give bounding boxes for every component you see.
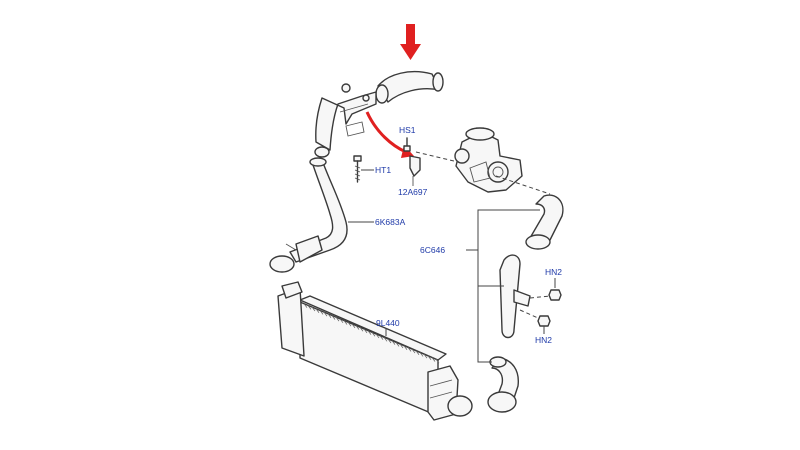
intercooler-fin — [331, 315, 336, 320]
label-6k683a: 6K683A — [375, 217, 406, 227]
intercooler-fin — [339, 318, 344, 324]
intercooler-fin — [307, 305, 312, 310]
hose-6c646-lower[interactable] — [487, 356, 519, 413]
intercooler-fin — [391, 340, 396, 345]
intercooler-fin — [327, 313, 332, 319]
label-6c646: 6C646 — [420, 245, 445, 255]
intercooler-fin — [375, 333, 380, 339]
intercooler-fin — [423, 353, 428, 359]
hose-6c646-middle[interactable] — [499, 254, 531, 339]
upper-pipe-assembly[interactable] — [314, 83, 377, 158]
intercooler-fin — [383, 337, 388, 342]
intercooler-fin — [323, 311, 328, 317]
intercooler-fin — [407, 347, 412, 352]
intercooler-fin — [415, 350, 420, 355]
intercooler-fin — [355, 325, 360, 330]
intercooler-fin — [431, 357, 436, 362]
label-12a697: 12A697 — [398, 187, 428, 197]
intercooler-fin — [395, 342, 400, 347]
intercooler-fin — [335, 316, 340, 322]
intercooler-fin — [311, 306, 316, 312]
throttle-body[interactable] — [454, 127, 523, 193]
intercooler-fin — [315, 308, 320, 313]
label-hn2-bottom: HN2 — [535, 335, 552, 345]
intercooler-9l440[interactable] — [277, 281, 473, 421]
intercooler-outlet-hose-top[interactable] — [375, 70, 444, 104]
charge-air-pipe-6k683a[interactable] — [269, 157, 348, 273]
intercooler-fin — [411, 348, 416, 354]
intercooler-fin — [367, 330, 372, 335]
bolt-hs1[interactable] — [403, 137, 411, 152]
intercooler-fin — [351, 323, 356, 329]
hose-6c646-upper[interactable] — [525, 194, 564, 250]
label-hn2-top: HN2 — [545, 267, 562, 277]
intercooler-fin — [399, 343, 404, 349]
intercooler-fin — [435, 358, 440, 364]
label-ht1: HT1 — [375, 165, 391, 175]
nut-hn2-bottom[interactable] — [537, 315, 551, 327]
intercooler-fin — [343, 320, 348, 325]
intercooler-fin — [387, 338, 392, 344]
intercooler-fin — [303, 303, 308, 308]
intercooler-fin — [427, 355, 432, 361]
intercooler-fin — [379, 335, 384, 340]
down-arrow-icon — [400, 24, 421, 60]
intercooler-fin — [403, 345, 408, 350]
intercooler-fin — [371, 332, 376, 337]
label-hs1: HS1 — [399, 125, 416, 135]
intercooler-fin — [419, 352, 424, 357]
nut-hn2-top[interactable] — [548, 289, 562, 301]
intercooler-fin — [363, 328, 368, 334]
intercooler-fin — [359, 326, 364, 332]
stud-bolt-ht1[interactable] — [353, 155, 362, 183]
intercooler-fin — [319, 310, 324, 315]
label-9l440: 9L440 — [376, 318, 400, 328]
sensor-12a697[interactable] — [409, 155, 421, 186]
intercooler-fin — [347, 321, 352, 327]
